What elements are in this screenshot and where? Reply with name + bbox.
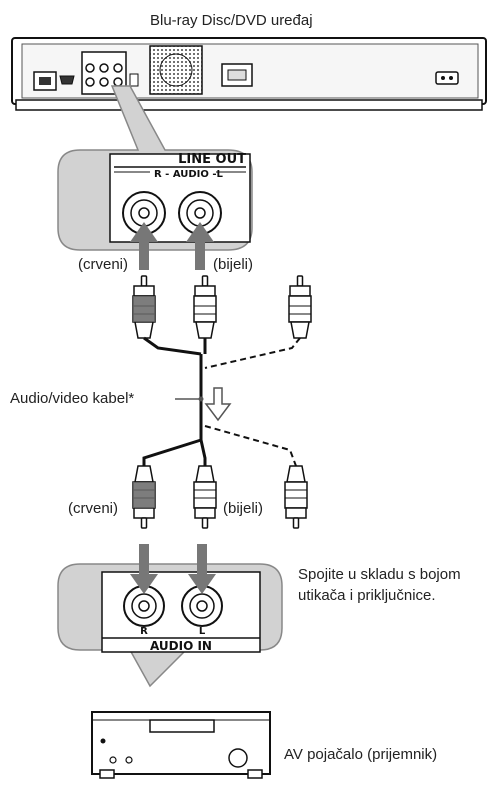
line-out-subtitle: R - AUDIO -L <box>154 169 224 180</box>
audio-in-jack-l-label: L <box>199 626 206 637</box>
audio-in-title: AUDIO IN <box>150 639 212 653</box>
plug-bottom-red <box>132 465 156 529</box>
red-label-bottom: (crveni) <box>68 500 119 517</box>
fan-grille <box>149 45 203 95</box>
arrow-up-white <box>186 222 214 270</box>
direction-arrow <box>204 387 232 422</box>
arrow-down-white <box>188 544 216 594</box>
plug-top-video <box>288 275 312 339</box>
av-cable <box>142 336 207 466</box>
power-inlet <box>435 71 459 85</box>
plug-bottom-video <box>284 465 308 529</box>
line-out-callout <box>57 85 253 251</box>
plug-top-red <box>132 275 156 339</box>
arrow-up-red <box>130 222 158 270</box>
plug-top-white <box>193 275 217 339</box>
instruction-line-1: Spojite u skladu s bojom <box>298 566 461 583</box>
white-label-bottom: (bijeli) <box>223 500 264 517</box>
bluray-player <box>11 37 487 111</box>
amplifier-label: AV pojačalo (prijemnik) <box>284 746 438 763</box>
red-label-top: (crveni) <box>78 256 129 273</box>
arrow-down-red <box>130 544 158 594</box>
cable-label: Audio/video kabel* <box>10 390 135 407</box>
line-out-title: LINE OUT <box>178 152 246 167</box>
plug-bottom-white <box>193 465 217 529</box>
instruction-line-2: utikača i priključnice. <box>298 587 436 604</box>
white-label-top: (bijeli) <box>213 256 254 273</box>
audio-in-callout <box>57 563 283 688</box>
hdmi-port <box>59 75 75 85</box>
av-amplifier <box>91 711 271 779</box>
audio-in-jack-r-label: R <box>140 626 148 637</box>
device-label: Blu-ray Disc/DVD uređaj <box>150 12 313 29</box>
